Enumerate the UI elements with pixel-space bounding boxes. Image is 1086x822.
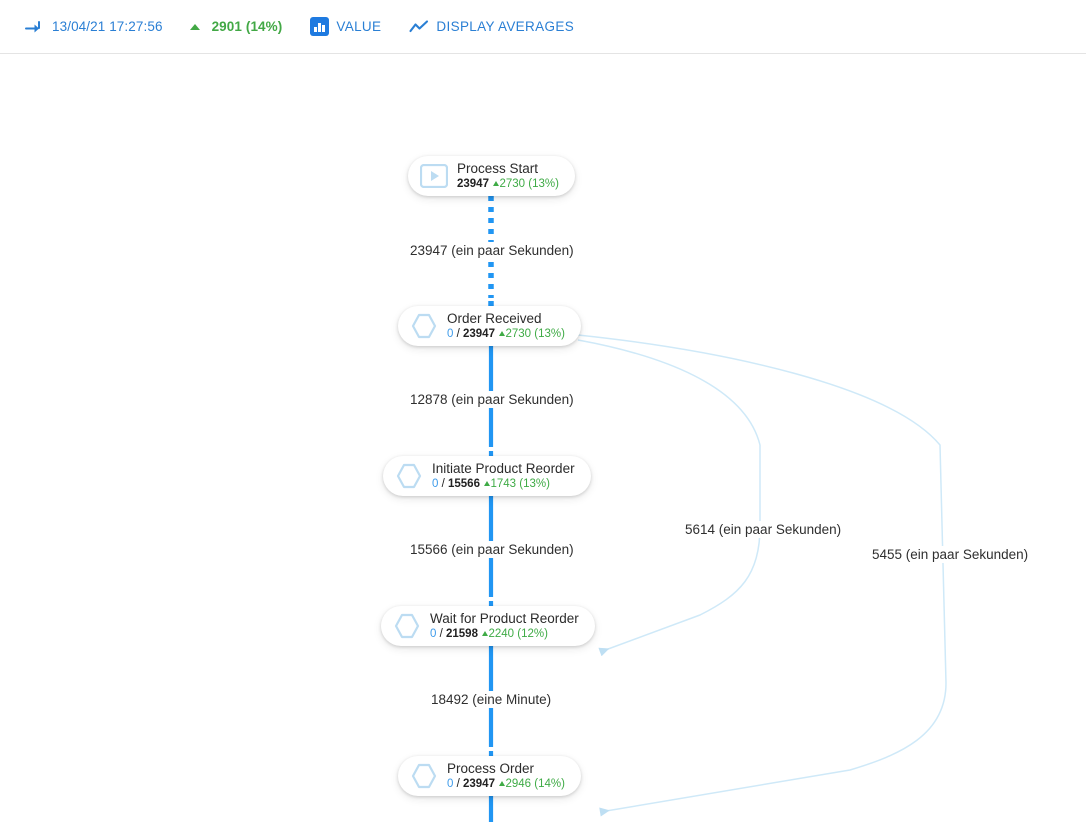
node-delta: 2730 (13%) (499, 178, 559, 190)
hexagon-icon (409, 312, 439, 340)
node-zero: 0 (447, 328, 454, 340)
node-stats: 23947 2730 (13%) (457, 177, 559, 191)
node-title: Process Start (457, 161, 539, 176)
line-chart-icon (409, 17, 429, 37)
edge-order-received-to-wait-for-product-reorder-bypass (577, 339, 761, 657)
play-button-icon (419, 162, 449, 190)
triangle-up-icon (483, 480, 490, 486)
node-stats: 0 / 23947 2730 (13%) (447, 327, 565, 341)
node-wait-for-product-reorder[interactable]: Wait for Product Reorder 0 / 21598 2240 (… (381, 606, 595, 646)
node-delta: 2730 (13%) (505, 328, 565, 340)
node-total: 23947 (463, 328, 495, 340)
triangle-up-icon (185, 17, 205, 37)
triangle-up-icon (481, 630, 488, 636)
toolbar-item-timestamp[interactable]: 13/04/21 17:27:56 (25, 10, 163, 44)
node-order-received[interactable]: Order Received 0 / 23947 2730 (13%) (398, 306, 581, 346)
toolbar-display-averages-label: DISPLAY AVERAGES (436, 19, 575, 34)
node-zero: 0 (430, 628, 437, 640)
node-title: Wait for Product Reorder (430, 611, 579, 626)
node-title: Order Received (447, 311, 542, 326)
node-stats: 0 / 23947 2946 (14%) (447, 777, 565, 791)
hexagon-icon (409, 762, 439, 790)
node-separator: / (453, 778, 463, 790)
edge-label-order-received-to-wait-for-product-reorder-bypass: 5614 (ein paar Sekunden) (679, 521, 848, 538)
node-zero: 0 (432, 478, 439, 490)
toolbar-timestamp-label: 13/04/21 17:27:56 (52, 19, 163, 34)
process-flow-canvas[interactable]: 23947 (ein paar Sekunden) 12878 (ein paa… (0, 55, 1086, 822)
node-title: Process Order (447, 761, 535, 776)
enter-arrow-icon (25, 17, 45, 37)
node-total: 23947 (457, 178, 489, 190)
triangle-up-icon (498, 780, 505, 786)
hexagon-icon (392, 612, 422, 640)
edge-label-process-start-to-order-received: 23947 (ein paar Sekunden) (404, 242, 580, 259)
node-delta: 2946 (14%) (505, 778, 565, 790)
node-stats: 0 / 21598 2240 (12%) (430, 627, 579, 641)
toolbar-item-delta[interactable]: 2901 (14%) (185, 10, 283, 44)
edge-label-order-received-to-process-order-bypass: 5455 (ein paar Sekunden) (866, 546, 1035, 563)
toolbar-item-value[interactable]: VALUE (309, 10, 381, 44)
triangle-up-icon (498, 330, 505, 336)
hexagon-icon (394, 462, 424, 490)
node-stats: 0 / 15566 1743 (13%) (432, 477, 575, 491)
node-total: 15566 (448, 478, 480, 490)
node-separator: / (436, 628, 446, 640)
node-process-start[interactable]: Process Start 23947 2730 (13%) (408, 156, 575, 196)
toolbar-item-display-averages[interactable]: DISPLAY AVERAGES (409, 10, 574, 44)
edge-label-initiate-product-reorder-to-wait-for-product-reorder: 15566 (ein paar Sekunden) (404, 541, 580, 558)
toolbar-delta-label: 2901 (14%) (211, 19, 283, 34)
node-initiate-product-reorder[interactable]: Initiate Product Reorder 0 / 15566 1743 (… (383, 456, 591, 496)
node-total: 23947 (463, 778, 495, 790)
node-separator: / (438, 478, 448, 490)
top-toolbar: 13/04/21 17:27:56 2901 (14%) VALUE DISPL… (0, 0, 1086, 54)
node-process-order[interactable]: Process Order 0 / 23947 2946 (14%) (398, 756, 581, 796)
edge-label-wait-for-product-reorder-to-process-order: 18492 (eine Minute) (425, 691, 558, 708)
node-delta: 2240 (12%) (488, 628, 548, 640)
node-total: 21598 (446, 628, 478, 640)
node-delta: 1743 (13%) (490, 478, 550, 490)
node-title: Initiate Product Reorder (432, 461, 575, 476)
node-separator: / (453, 328, 463, 340)
node-zero: 0 (447, 778, 454, 790)
triangle-up-icon (492, 180, 499, 186)
edge-order-received-to-process-order-bypass (577, 334, 947, 817)
bar-chart-badge-icon (309, 17, 329, 37)
toolbar-value-label: VALUE (336, 19, 382, 34)
edge-label-order-received-to-initiate-product-reorder: 12878 (ein paar Sekunden) (404, 391, 580, 408)
